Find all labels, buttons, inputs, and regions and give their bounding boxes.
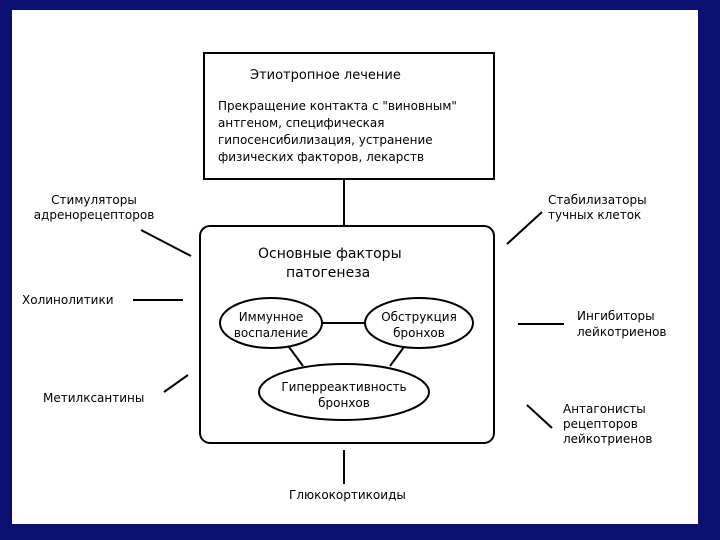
etiotropic-line-3: гипосенсибилизация, устранение xyxy=(218,133,433,147)
immune-label-1: Иммунное xyxy=(238,310,304,324)
gluco-label: Глюкокортикоиды xyxy=(289,488,406,502)
mast-label-2: тучных клеток xyxy=(548,208,642,222)
leuko-ant-connector xyxy=(526,404,553,429)
obstruction-hyper-link xyxy=(389,346,405,367)
immune-label-2: воспаление xyxy=(233,326,309,340)
hyper-ellipse xyxy=(258,363,430,421)
methyl-label: Метилксантины xyxy=(43,391,145,405)
methyl-connector xyxy=(163,374,189,393)
etiotropic-box xyxy=(203,52,495,180)
core-title-line-1: Основные факторы xyxy=(258,246,402,262)
hyper-label-1: Гиперреактивность xyxy=(281,380,407,394)
adreno-label-2: адренорецепторов xyxy=(33,208,155,222)
adreno-label-1: Стимуляторы xyxy=(51,193,137,207)
mast-label-1: Стабилизаторы xyxy=(548,193,647,207)
immune-hyper-link xyxy=(288,346,304,367)
leuko-ant-label-3: лейкотриенов xyxy=(563,432,653,446)
etiotropic-line-2: антгеном, специфическая xyxy=(218,116,385,130)
core-title-line-2: патогенеза xyxy=(286,265,371,281)
cholino-label: Холинолитики xyxy=(22,293,114,307)
etiotropic-line-4: физических факторов, лекарств xyxy=(218,150,425,164)
hyper-label-2: бронхов xyxy=(318,396,370,410)
leuko-ant-label-1: Антагонисты xyxy=(563,402,646,416)
mast-connector xyxy=(506,211,543,245)
etiotropic-title: Этиотропное лечение xyxy=(250,68,401,83)
etiotropic-line-1: Прекращение контакта с "виновным" xyxy=(218,99,457,113)
leuko-inh-label-1: Ингибиторы xyxy=(577,309,655,323)
leuko-inh-label-2: лейкотриенов xyxy=(577,325,667,339)
leuko-ant-label-2: рецепторов xyxy=(563,417,638,431)
obstruction-label-2: бронхов xyxy=(393,326,445,340)
adreno-connector xyxy=(140,229,192,257)
obstruction-label-1: Обструкция xyxy=(381,310,457,324)
